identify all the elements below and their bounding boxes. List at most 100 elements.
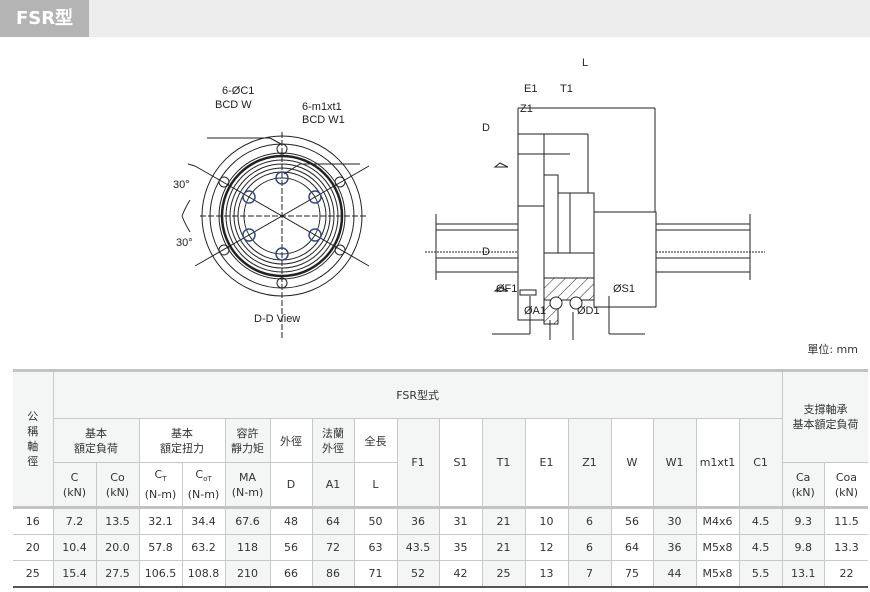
table-cell: 31 bbox=[438, 506, 483, 535]
col-CT: CT(N-m) bbox=[138, 462, 183, 508]
support-bearing-header: 支撐軸承 基本額定負荷 bbox=[781, 369, 869, 463]
table-cell: 16 bbox=[13, 506, 54, 535]
table-cell: 34.4 bbox=[181, 506, 226, 535]
table-cell: 25 bbox=[481, 560, 526, 588]
table-cell: 72 bbox=[311, 534, 355, 561]
static-moment-header: 容許 靜力矩 bbox=[224, 418, 271, 463]
basic-torque-header: 基本 額定扭力 bbox=[138, 418, 226, 463]
nominal-diameter-header: 公 稱 軸 徑 bbox=[13, 369, 54, 508]
col-C: C (kN) bbox=[52, 462, 97, 508]
table-cell: 57.8 bbox=[138, 534, 183, 561]
table-cell: 13.3 bbox=[823, 534, 869, 561]
front-view-drawing bbox=[181, 132, 370, 340]
table-cell: 10.4 bbox=[52, 534, 97, 561]
col-MA: MA (N-m) bbox=[224, 462, 271, 508]
table-cell: 9.3 bbox=[781, 506, 825, 535]
table-cell: 15.4 bbox=[52, 560, 97, 588]
col-W1: W1 bbox=[652, 418, 697, 508]
table-cell: 21 bbox=[481, 506, 526, 535]
table-cell: 4.5 bbox=[738, 506, 783, 535]
col-CT-sub: T bbox=[162, 475, 167, 484]
table-cell: 52 bbox=[396, 560, 440, 588]
table-cell: 27.5 bbox=[95, 560, 140, 588]
table-cell: 11.5 bbox=[823, 506, 869, 535]
col-T1: T1 bbox=[481, 418, 526, 508]
table-cell: 63.2 bbox=[181, 534, 226, 561]
col-m1xt1: m1xt1 bbox=[695, 418, 740, 508]
table-cell: 44 bbox=[652, 560, 697, 588]
col-E1: E1 bbox=[524, 418, 569, 508]
col-S1: S1 bbox=[438, 418, 483, 508]
col-CoT-unit: (N-m) bbox=[187, 488, 220, 502]
col-CoT-symbol: C bbox=[195, 467, 204, 481]
table-cell: 63 bbox=[353, 534, 398, 561]
table-cell: 13.5 bbox=[95, 506, 140, 535]
table-cell: 21 bbox=[481, 534, 526, 561]
table-cell: 50 bbox=[353, 506, 398, 535]
basic-load-header: 基本 額定負荷 bbox=[52, 418, 140, 463]
col-Coa: Coa (kN) bbox=[823, 462, 869, 508]
table-cell: 56 bbox=[269, 534, 313, 561]
table-cell: 5.5 bbox=[738, 560, 783, 588]
col-Z1: Z1 bbox=[567, 418, 612, 508]
table-cell: M5x8 bbox=[695, 534, 740, 561]
table-cell: 20.0 bbox=[95, 534, 140, 561]
table-cell: 6 bbox=[567, 506, 612, 535]
table-cell: 66 bbox=[269, 560, 313, 588]
col-L: L bbox=[353, 462, 398, 508]
table-cell: 56 bbox=[610, 506, 654, 535]
col-A1: A1 bbox=[311, 462, 355, 508]
table-cell: 118 bbox=[224, 534, 271, 561]
section-title: FSR型 bbox=[0, 0, 89, 37]
side-view-drawing bbox=[425, 107, 765, 340]
table-cell: 43.5 bbox=[396, 534, 440, 561]
table-cell: 12 bbox=[524, 534, 569, 561]
table-cell: 13.1 bbox=[781, 560, 825, 588]
table-cell: 108.8 bbox=[181, 560, 226, 588]
table-cell: M5x8 bbox=[695, 560, 740, 588]
table-cell: 22 bbox=[823, 560, 869, 588]
col-Co: Co (kN) bbox=[95, 462, 140, 508]
table-cell: 71 bbox=[353, 560, 398, 588]
technical-drawings: 6-ØC1 BCD W 6-m1xt1 BCD W1 30° 30° D-D V… bbox=[0, 40, 870, 340]
spec-table: 公 稱 軸 徑 FSR型式 支撐軸承 基本額定負荷 基本 額定負荷 基本 額定扭… bbox=[13, 369, 869, 588]
table-cell: 35 bbox=[438, 534, 483, 561]
table-cell: 36 bbox=[652, 534, 697, 561]
table-cell: 7.2 bbox=[52, 506, 97, 535]
table-cell: 20 bbox=[13, 534, 54, 561]
mounting-holes bbox=[218, 143, 346, 289]
table-cell: 30 bbox=[652, 506, 697, 535]
tapped-holes bbox=[242, 171, 322, 261]
table-cell: M4x6 bbox=[695, 506, 740, 535]
model-header: FSR型式 bbox=[52, 369, 783, 419]
col-CoT-sub: oT bbox=[203, 475, 212, 484]
table-cell: 48 bbox=[269, 506, 313, 535]
outer-diameter-header: 外徑 bbox=[269, 418, 313, 463]
table-cell: 10 bbox=[524, 506, 569, 535]
title-bar: FSR型 bbox=[0, 0, 870, 37]
table-cell: 64 bbox=[311, 506, 355, 535]
table-cell: 32.1 bbox=[138, 506, 183, 535]
table-cell: 86 bbox=[311, 560, 355, 588]
table-cell: 25 bbox=[13, 560, 54, 588]
table-cell: 36 bbox=[396, 506, 440, 535]
table-cell: 42 bbox=[438, 560, 483, 588]
table-cell: 13 bbox=[524, 560, 569, 588]
col-W: W bbox=[610, 418, 654, 508]
table-cell: 9.8 bbox=[781, 534, 825, 561]
table-cell: 75 bbox=[610, 560, 654, 588]
flange-diameter-header: 法蘭 外徑 bbox=[311, 418, 355, 463]
col-D: D bbox=[269, 462, 313, 508]
col-F1: F1 bbox=[396, 418, 440, 508]
table-cell: 4.5 bbox=[738, 534, 783, 561]
col-C1: C1 bbox=[738, 418, 783, 508]
table-cell: 67.6 bbox=[224, 506, 271, 535]
table-cell: 64 bbox=[610, 534, 654, 561]
col-CoT: CoT (N-m) bbox=[181, 462, 226, 508]
col-Ca: Ca (kN) bbox=[781, 462, 825, 508]
unit-label: 單位: mm bbox=[807, 343, 858, 356]
table-cell: 106.5 bbox=[138, 560, 183, 588]
